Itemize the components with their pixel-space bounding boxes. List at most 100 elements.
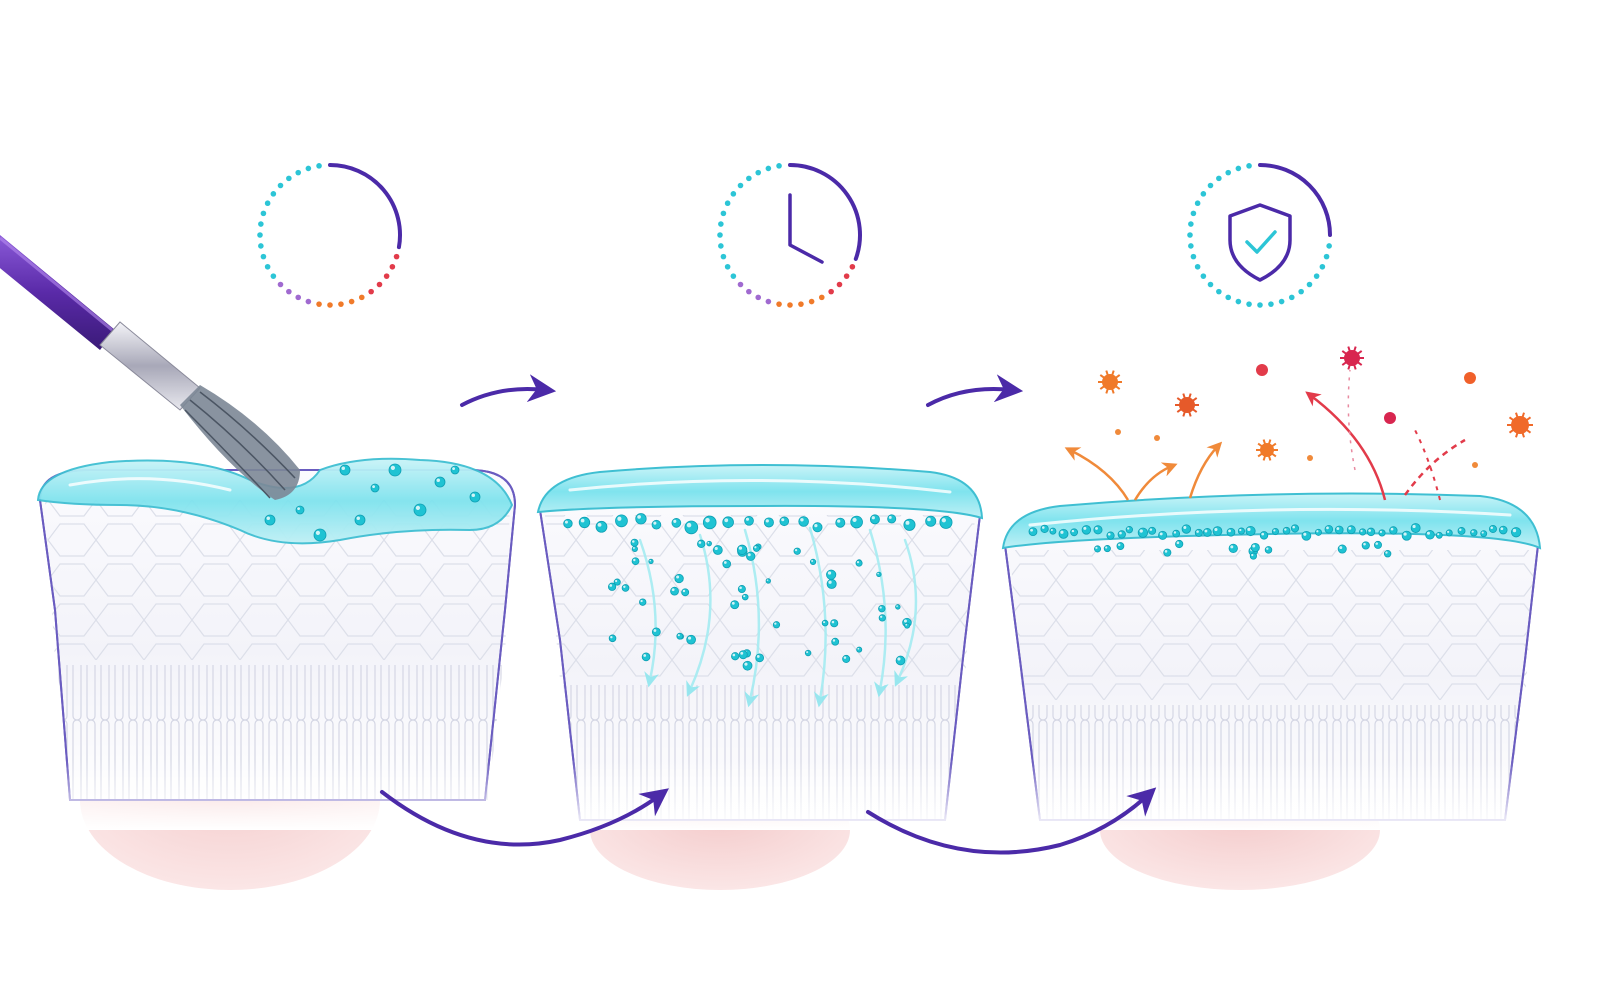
particle — [878, 604, 886, 613]
particle — [812, 522, 823, 533]
particle — [1237, 527, 1245, 535]
repel-arrow — [1188, 441, 1223, 499]
particle — [1103, 545, 1111, 553]
ring-progress-arc — [328, 163, 402, 250]
particle — [895, 655, 906, 666]
particle — [1366, 527, 1376, 537]
particle — [1070, 528, 1079, 537]
particle — [738, 650, 748, 660]
particle — [895, 604, 901, 610]
particle — [722, 559, 732, 569]
particle — [1125, 526, 1133, 534]
particle — [925, 515, 937, 527]
particle — [615, 514, 628, 528]
clock-icon — [717, 163, 862, 308]
particle — [856, 646, 863, 653]
curved-arrow-icon — [380, 788, 669, 847]
particle — [712, 545, 723, 555]
shield-check-icon — [1187, 163, 1332, 308]
flow-arrow — [808, 526, 829, 708]
bottom-fade — [0, 760, 1600, 830]
particle — [1346, 525, 1356, 535]
particle — [1181, 524, 1192, 534]
particle — [1028, 527, 1038, 537]
particle — [1359, 528, 1367, 536]
particle — [434, 476, 446, 488]
protective-shield-layer — [1001, 492, 1542, 550]
particle — [731, 652, 740, 661]
particle — [1094, 545, 1102, 553]
particle — [730, 600, 740, 610]
particle — [469, 491, 481, 503]
flow-arrow — [686, 533, 712, 697]
particle — [1457, 527, 1466, 535]
particle — [702, 515, 717, 530]
bacteria-dot — [1464, 372, 1476, 384]
particle — [1249, 552, 1257, 560]
particle — [1511, 527, 1522, 538]
particle — [737, 585, 746, 594]
particle — [1116, 542, 1125, 550]
particle — [831, 637, 840, 646]
bacteria-icon — [1340, 346, 1364, 370]
particle — [903, 518, 916, 531]
particle — [1259, 531, 1269, 540]
particle — [388, 463, 402, 477]
particle — [641, 652, 651, 662]
particle — [1264, 546, 1273, 554]
particle — [639, 598, 647, 606]
particle — [370, 483, 380, 493]
particle — [804, 649, 812, 657]
connector-arrows — [380, 374, 1157, 855]
active-particles — [264, 463, 481, 542]
particle — [830, 619, 839, 628]
ring-progress-arc — [788, 163, 862, 261]
check-mark — [1245, 230, 1277, 254]
particle — [651, 519, 662, 530]
particle — [1202, 528, 1212, 537]
particle — [1137, 527, 1149, 538]
repel-trail — [1347, 369, 1356, 471]
particle — [1378, 529, 1386, 537]
particle — [706, 540, 712, 547]
repel-arrow — [1133, 462, 1178, 501]
curved-arrow-icon — [866, 787, 1157, 855]
particle — [1058, 528, 1069, 539]
bacteria-icon — [1507, 412, 1533, 438]
particle — [1445, 529, 1453, 537]
particle — [1435, 531, 1443, 539]
particle — [1245, 525, 1256, 537]
bacteria-dot — [1154, 435, 1160, 441]
particle — [744, 515, 754, 526]
particle — [1081, 525, 1092, 535]
particle — [1093, 525, 1103, 535]
flow-arrow — [638, 538, 659, 688]
particle — [904, 622, 911, 629]
particle — [779, 516, 790, 527]
curved-arrow-icon — [926, 374, 1024, 407]
particle — [855, 559, 863, 567]
particle — [354, 514, 366, 526]
particle — [264, 514, 276, 526]
particle — [1049, 527, 1057, 535]
particle — [635, 513, 647, 525]
particle — [1425, 530, 1435, 540]
particle — [1334, 525, 1344, 535]
bacteria-dot — [1472, 462, 1478, 468]
particle — [742, 660, 753, 671]
particle — [630, 538, 639, 547]
particle — [413, 503, 427, 517]
particle — [1148, 526, 1157, 535]
particle — [595, 520, 608, 533]
particle — [1194, 528, 1203, 537]
particle — [1282, 526, 1291, 535]
particle — [1163, 548, 1172, 557]
particle — [809, 558, 817, 566]
particle — [676, 632, 684, 640]
shield-outline — [1228, 203, 1292, 282]
bacteria-dot — [1307, 455, 1313, 461]
applicator-brush — [0, 235, 300, 500]
particle — [1290, 524, 1300, 533]
particle — [793, 547, 801, 555]
